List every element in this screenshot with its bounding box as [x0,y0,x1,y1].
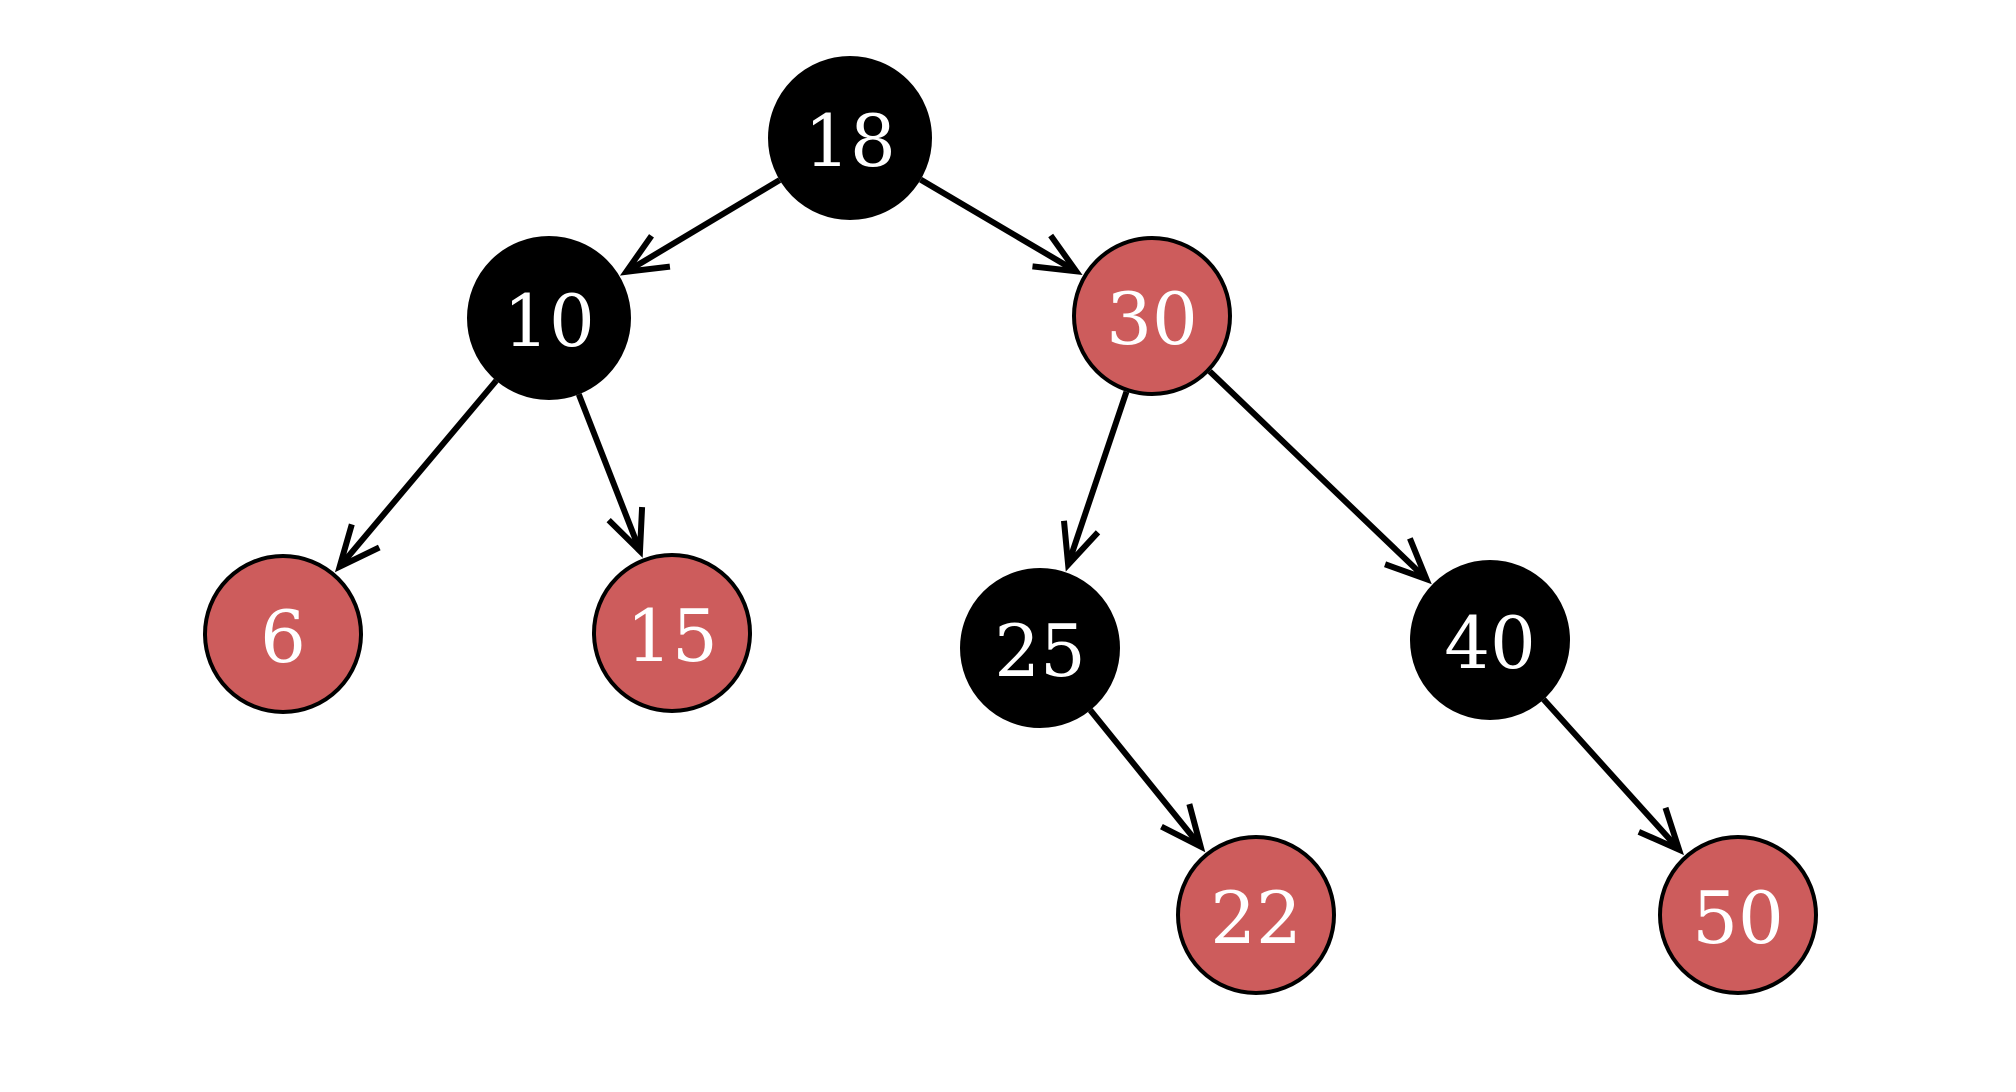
edge-arrowhead-icon [1032,233,1083,276]
tree-node-15[interactable]: 15 [592,553,752,713]
node-label: 50 [1692,876,1784,960]
tree-node-6[interactable]: 6 [203,554,363,714]
node-label: 6 [260,595,306,679]
edge-arrowhead-icon [1384,537,1432,585]
tree-edge [1087,708,1206,853]
edge-line [624,177,782,275]
node-circle-red[interactable] [1072,236,1232,396]
edge-arrowhead-icon [619,234,671,276]
tree-node-50[interactable]: 50 [1658,835,1818,995]
tree-edge [576,393,646,558]
node-label: 30 [1106,277,1198,361]
node-circle-black[interactable] [1410,560,1570,720]
edge-line [1541,697,1682,852]
node-label: 40 [1444,601,1536,685]
node-circle-black[interactable] [960,568,1120,728]
node-label: 25 [994,609,1086,693]
tree-edge [1207,369,1432,585]
node-circle-red[interactable] [203,554,363,714]
node-label: 10 [503,279,595,363]
edge-arrowhead-icon [1160,803,1206,853]
node-circle-red[interactable] [592,553,752,713]
edge-line [1087,708,1203,849]
edges-layer [334,177,1684,856]
tree-edge [919,177,1083,276]
node-circle-red[interactable] [1658,835,1818,995]
nodes-layer: 18 10 30 6 15 25 40 22 50 [203,56,1818,995]
edge-arrowhead-icon [1060,520,1101,572]
tree-edge [1060,390,1130,572]
edge-line [1207,369,1429,582]
tree-edge [1541,697,1684,856]
edge-line [337,378,499,569]
edge-arrowhead-icon [1637,806,1684,856]
edge-line [1065,390,1130,566]
edge-line [919,177,1078,274]
tree-node-22[interactable]: 22 [1176,835,1336,995]
node-label: 18 [804,99,896,183]
tree-edge [334,378,499,573]
node-circle-black[interactable] [467,236,631,400]
node-circle-red[interactable] [1176,835,1336,995]
node-circle-black[interactable] [768,56,932,220]
edge-line [576,393,643,553]
node-label: 22 [1210,876,1302,960]
edge-arrowhead-icon [334,523,381,573]
tree-node-40[interactable]: 40 [1410,560,1570,720]
tree-node-18[interactable]: 18 [768,56,932,220]
tree-node-25[interactable]: 25 [960,568,1120,728]
tree-edge [619,177,782,276]
tree-node-10[interactable]: 10 [467,236,631,400]
tree-node-30[interactable]: 30 [1072,236,1232,396]
node-label: 15 [626,594,718,678]
edge-arrowhead-icon [606,506,646,558]
